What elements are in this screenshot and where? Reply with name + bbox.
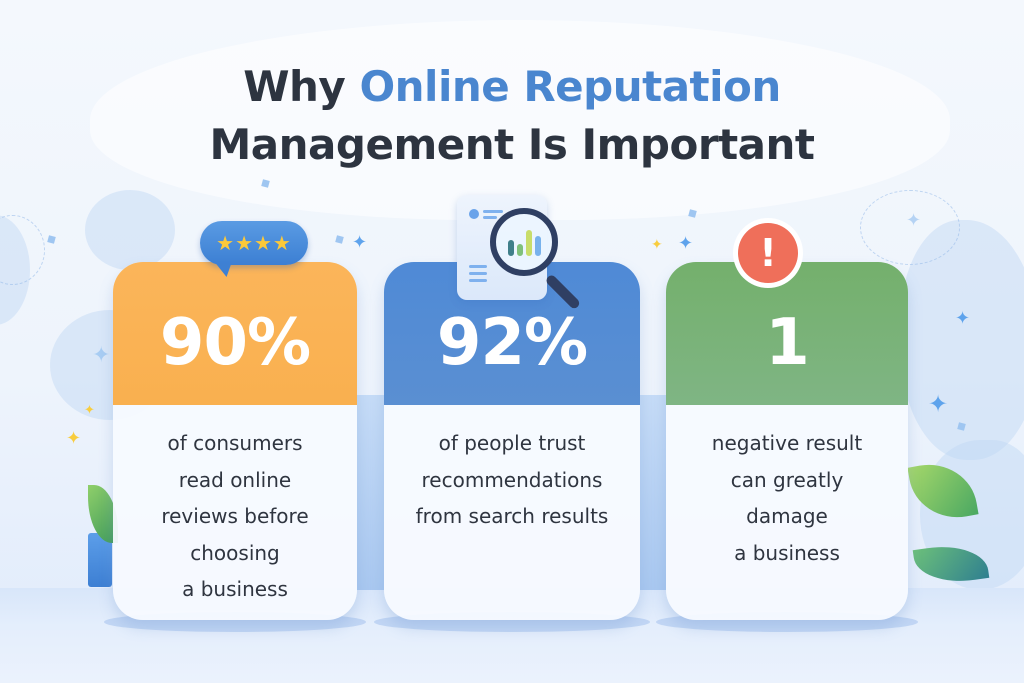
bar-chart-bar <box>507 240 514 256</box>
stat-value: 1 <box>765 305 810 380</box>
description-line: damage <box>746 504 828 528</box>
description-line: of people trust <box>438 431 586 455</box>
description-line: from search results <box>415 504 609 528</box>
sparkle-icon: ✦ <box>651 237 663 253</box>
text-line-decoration <box>483 216 497 219</box>
alert-badge: ! <box>738 223 798 283</box>
description-line: a business <box>182 577 288 601</box>
review-stars-bubble-icon: ★★★★ <box>200 221 308 265</box>
sparkle-icon: ✦ <box>84 403 95 418</box>
dashed-ring-decoration <box>860 190 960 265</box>
stat-card-header: 90% <box>113 262 357 405</box>
description-line: a business <box>734 540 840 565</box>
magnifier-icon <box>490 208 558 276</box>
description-line: can greatly <box>730 467 844 492</box>
sparkle-icon: ✦ <box>352 232 368 253</box>
description-line: negative result <box>711 431 863 455</box>
card-gap-backdrop <box>357 395 384 590</box>
star-rating-icon: ★★★★ <box>216 231 292 255</box>
sparkle-icon: ✦ <box>92 343 111 368</box>
description-line: read online <box>178 467 292 492</box>
pie-chart-icon <box>469 209 479 219</box>
text-line-decoration <box>483 210 503 213</box>
confetti-decoration <box>688 209 697 218</box>
text-line-decoration <box>469 265 487 268</box>
stat-description: of people trust recommendations from sea… <box>384 405 640 535</box>
sparkle-icon: ✦ <box>66 428 82 449</box>
dashed-ring-decoration <box>0 215 45 285</box>
sparkle-icon: ✦ <box>678 233 694 254</box>
bar-chart-bar <box>534 236 541 256</box>
stat-card-consumers-reviews: 90% of consumers read online reviews bef… <box>113 262 357 620</box>
text-line-decoration <box>469 272 487 275</box>
description-line: reviews before <box>161 504 309 528</box>
stat-card-header: 1 <box>666 262 908 405</box>
description-line: choosing <box>190 540 280 565</box>
stat-card-negative-result: 1 negative result can greatly damage a b… <box>666 262 908 620</box>
stat-description: negative result can greatly damage a bus… <box>666 405 908 571</box>
page-title: Why Online Reputation Management Is Impo… <box>0 58 1024 174</box>
stat-card-search-trust: 92% of people trust recommendations from… <box>384 262 640 620</box>
card-gap-backdrop <box>640 395 666 590</box>
sparkle-icon: ✦ <box>906 210 922 231</box>
title-accent: Online Reputation <box>359 62 781 111</box>
background-blob <box>85 190 175 270</box>
title-line-2: Management Is Important <box>209 120 815 169</box>
confetti-decoration <box>335 235 344 244</box>
stat-value: 90% <box>159 305 311 380</box>
confetti-decoration <box>47 235 56 244</box>
stat-description: of consumers read online reviews before … <box>113 405 357 608</box>
text-line-decoration <box>469 279 487 282</box>
bar-chart-bar <box>525 230 532 256</box>
title-prefix: Why <box>243 62 360 111</box>
sparkle-icon: ✦ <box>928 390 949 418</box>
description-line: of consumers <box>167 431 303 455</box>
description-line: recommendations <box>421 467 603 492</box>
alert-exclamation-icon: ! <box>733 218 803 288</box>
bar-chart-bar <box>516 244 523 256</box>
stat-value: 92% <box>436 305 588 380</box>
background-cloud <box>90 20 950 220</box>
sparkle-icon: ✦ <box>955 308 971 329</box>
